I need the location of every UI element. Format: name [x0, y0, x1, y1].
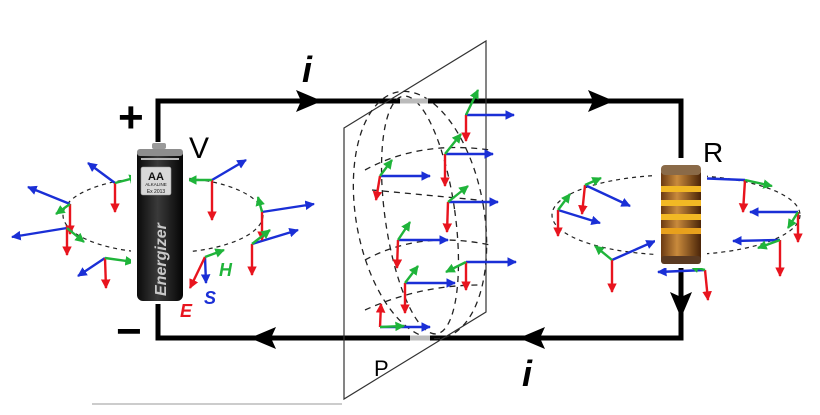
- field-S-label: S: [204, 288, 216, 308]
- current-arrow-bottom-right: [519, 327, 545, 349]
- current-arrow-top-right: [588, 90, 614, 112]
- circuit-wire: [155, 98, 684, 341]
- plane-field-vectors: [372, 89, 517, 332]
- current-label-bottom: i: [522, 353, 533, 394]
- current-arrow-bottom-left: [250, 327, 276, 349]
- resistor-icon: [655, 158, 707, 268]
- battery-voltage-label: V: [189, 132, 209, 165]
- aa-battery-icon: AA ALKALINE Ex 2013 Energizer: [131, 142, 189, 304]
- minus-terminal-label: −: [116, 307, 142, 356]
- battery-type-text: ALKALINE: [145, 182, 167, 187]
- plus-terminal-label: +: [118, 93, 144, 142]
- field-E-label: E: [180, 301, 193, 321]
- current-arrow-top-left: [296, 90, 322, 112]
- resistor-label: R: [703, 137, 723, 168]
- plane-label: P: [374, 356, 389, 381]
- current-label-top: i: [302, 49, 313, 90]
- field-H-label: H: [219, 260, 233, 280]
- battery-brand-text: Energizer: [153, 222, 170, 296]
- current-direction-arrows: [250, 90, 692, 349]
- battery-size-text: AA: [148, 171, 164, 183]
- cross-section-plane: [343, 39, 491, 401]
- battery-date-text: Ex 2013: [147, 189, 166, 195]
- current-arrow-right-down: [670, 292, 692, 318]
